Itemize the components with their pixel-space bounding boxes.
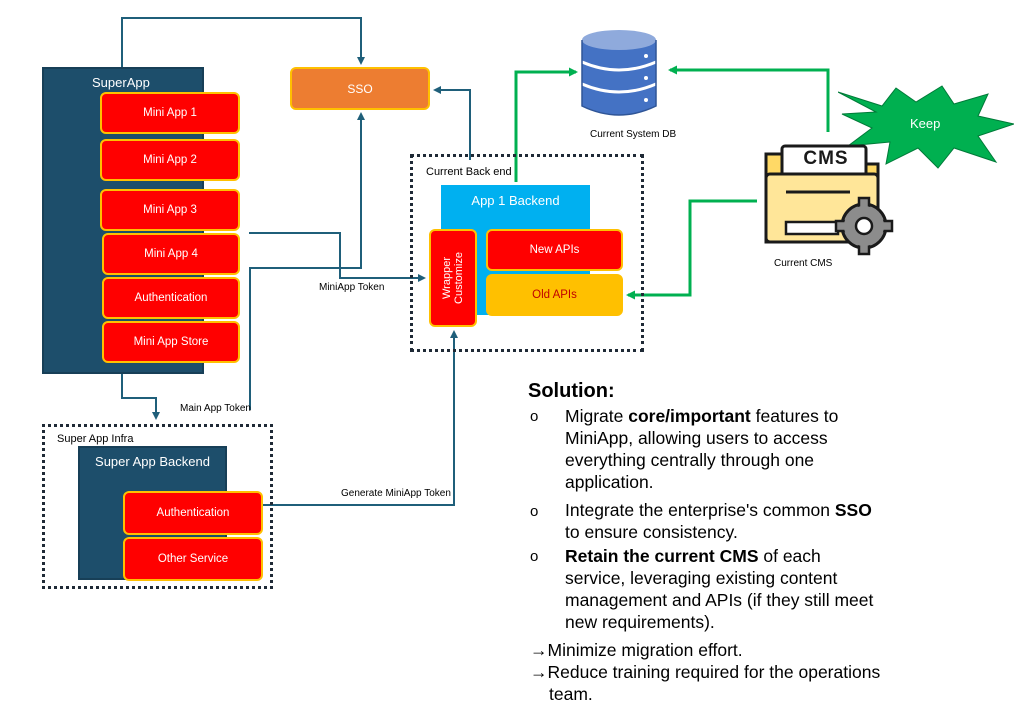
bullet-2-symbol: o [530,503,539,520]
old-apis-box[interactable]: Old APIs [486,274,623,316]
miniapp-token-label: MiniApp Token [319,282,385,293]
arrow-right-icon: → [530,640,548,660]
wrapper-label: Wrapper Customize [441,252,465,304]
edge-main-app-token [249,112,365,410]
bullet-3-symbol: o [530,548,539,565]
solution-bullet-3: Retain the current CMS of each service, … [565,546,874,632]
current-backend-group [410,154,644,352]
arrow-right-icon: → [530,662,548,682]
solution-bullet-1: Migrate core/important features to MiniA… [565,406,839,492]
cms-label: Current CMS [774,258,833,269]
solution-arrow-1: →Minimize migration effort. [530,640,743,660]
bullet-1-symbol: o [530,408,539,425]
mini-app-store[interactable]: Mini App Store [102,321,240,363]
solution-bullet-2: Integrate the enterprise's common SSO to… [565,500,872,542]
main-app-token-label: Main App Token [180,403,251,414]
superapp-authentication[interactable]: Authentication [102,277,240,319]
sso-box[interactable]: SSO [290,67,430,110]
solution-arrow-2: →Reduce training required for the operat… [530,662,881,704]
superapp-title: SuperApp [92,75,150,90]
super-app-backend-title: Super App Backend [95,454,210,469]
infra-authentication[interactable]: Authentication [123,491,263,535]
mini-app-4[interactable]: Mini App 4 [102,233,240,275]
edge-generate-token [262,330,458,506]
keep-label: Keep [910,116,941,131]
solution-title: Solution: [528,380,615,402]
edge-cms-oldapis [626,199,757,300]
cms-icon [764,144,894,256]
infra-other-service[interactable]: Other Service [123,537,263,581]
db-label: Current System DB [590,129,677,140]
keep-burst [838,85,1014,169]
app1-backend-title: App 1 Backend [471,193,560,208]
mini-app-2[interactable]: Mini App 2 [100,139,240,181]
edge-superapp-sso [121,17,365,68]
super-app-infra-label: Super App Infra [57,433,134,445]
edge-backend-sso [433,86,471,160]
database-icon [581,30,657,116]
super-app-infra-group [42,424,273,589]
edge-miniapp-token [249,232,426,282]
edge-cms-db [668,65,830,132]
wrapper-customize[interactable]: Wrapper Customize [429,229,477,327]
mini-app-3[interactable]: Mini App 3 [100,189,240,231]
generate-token-label: Generate MiniApp Token [341,488,451,499]
current-backend-label: Current Back end [426,166,512,178]
edge-superapp-infra [121,374,160,420]
edge-backend-db [514,67,578,182]
mini-app-1[interactable]: Mini App 1 [100,92,240,134]
new-apis-box[interactable]: New APIs [486,229,623,271]
cms-icon-text: CMS [803,148,849,169]
